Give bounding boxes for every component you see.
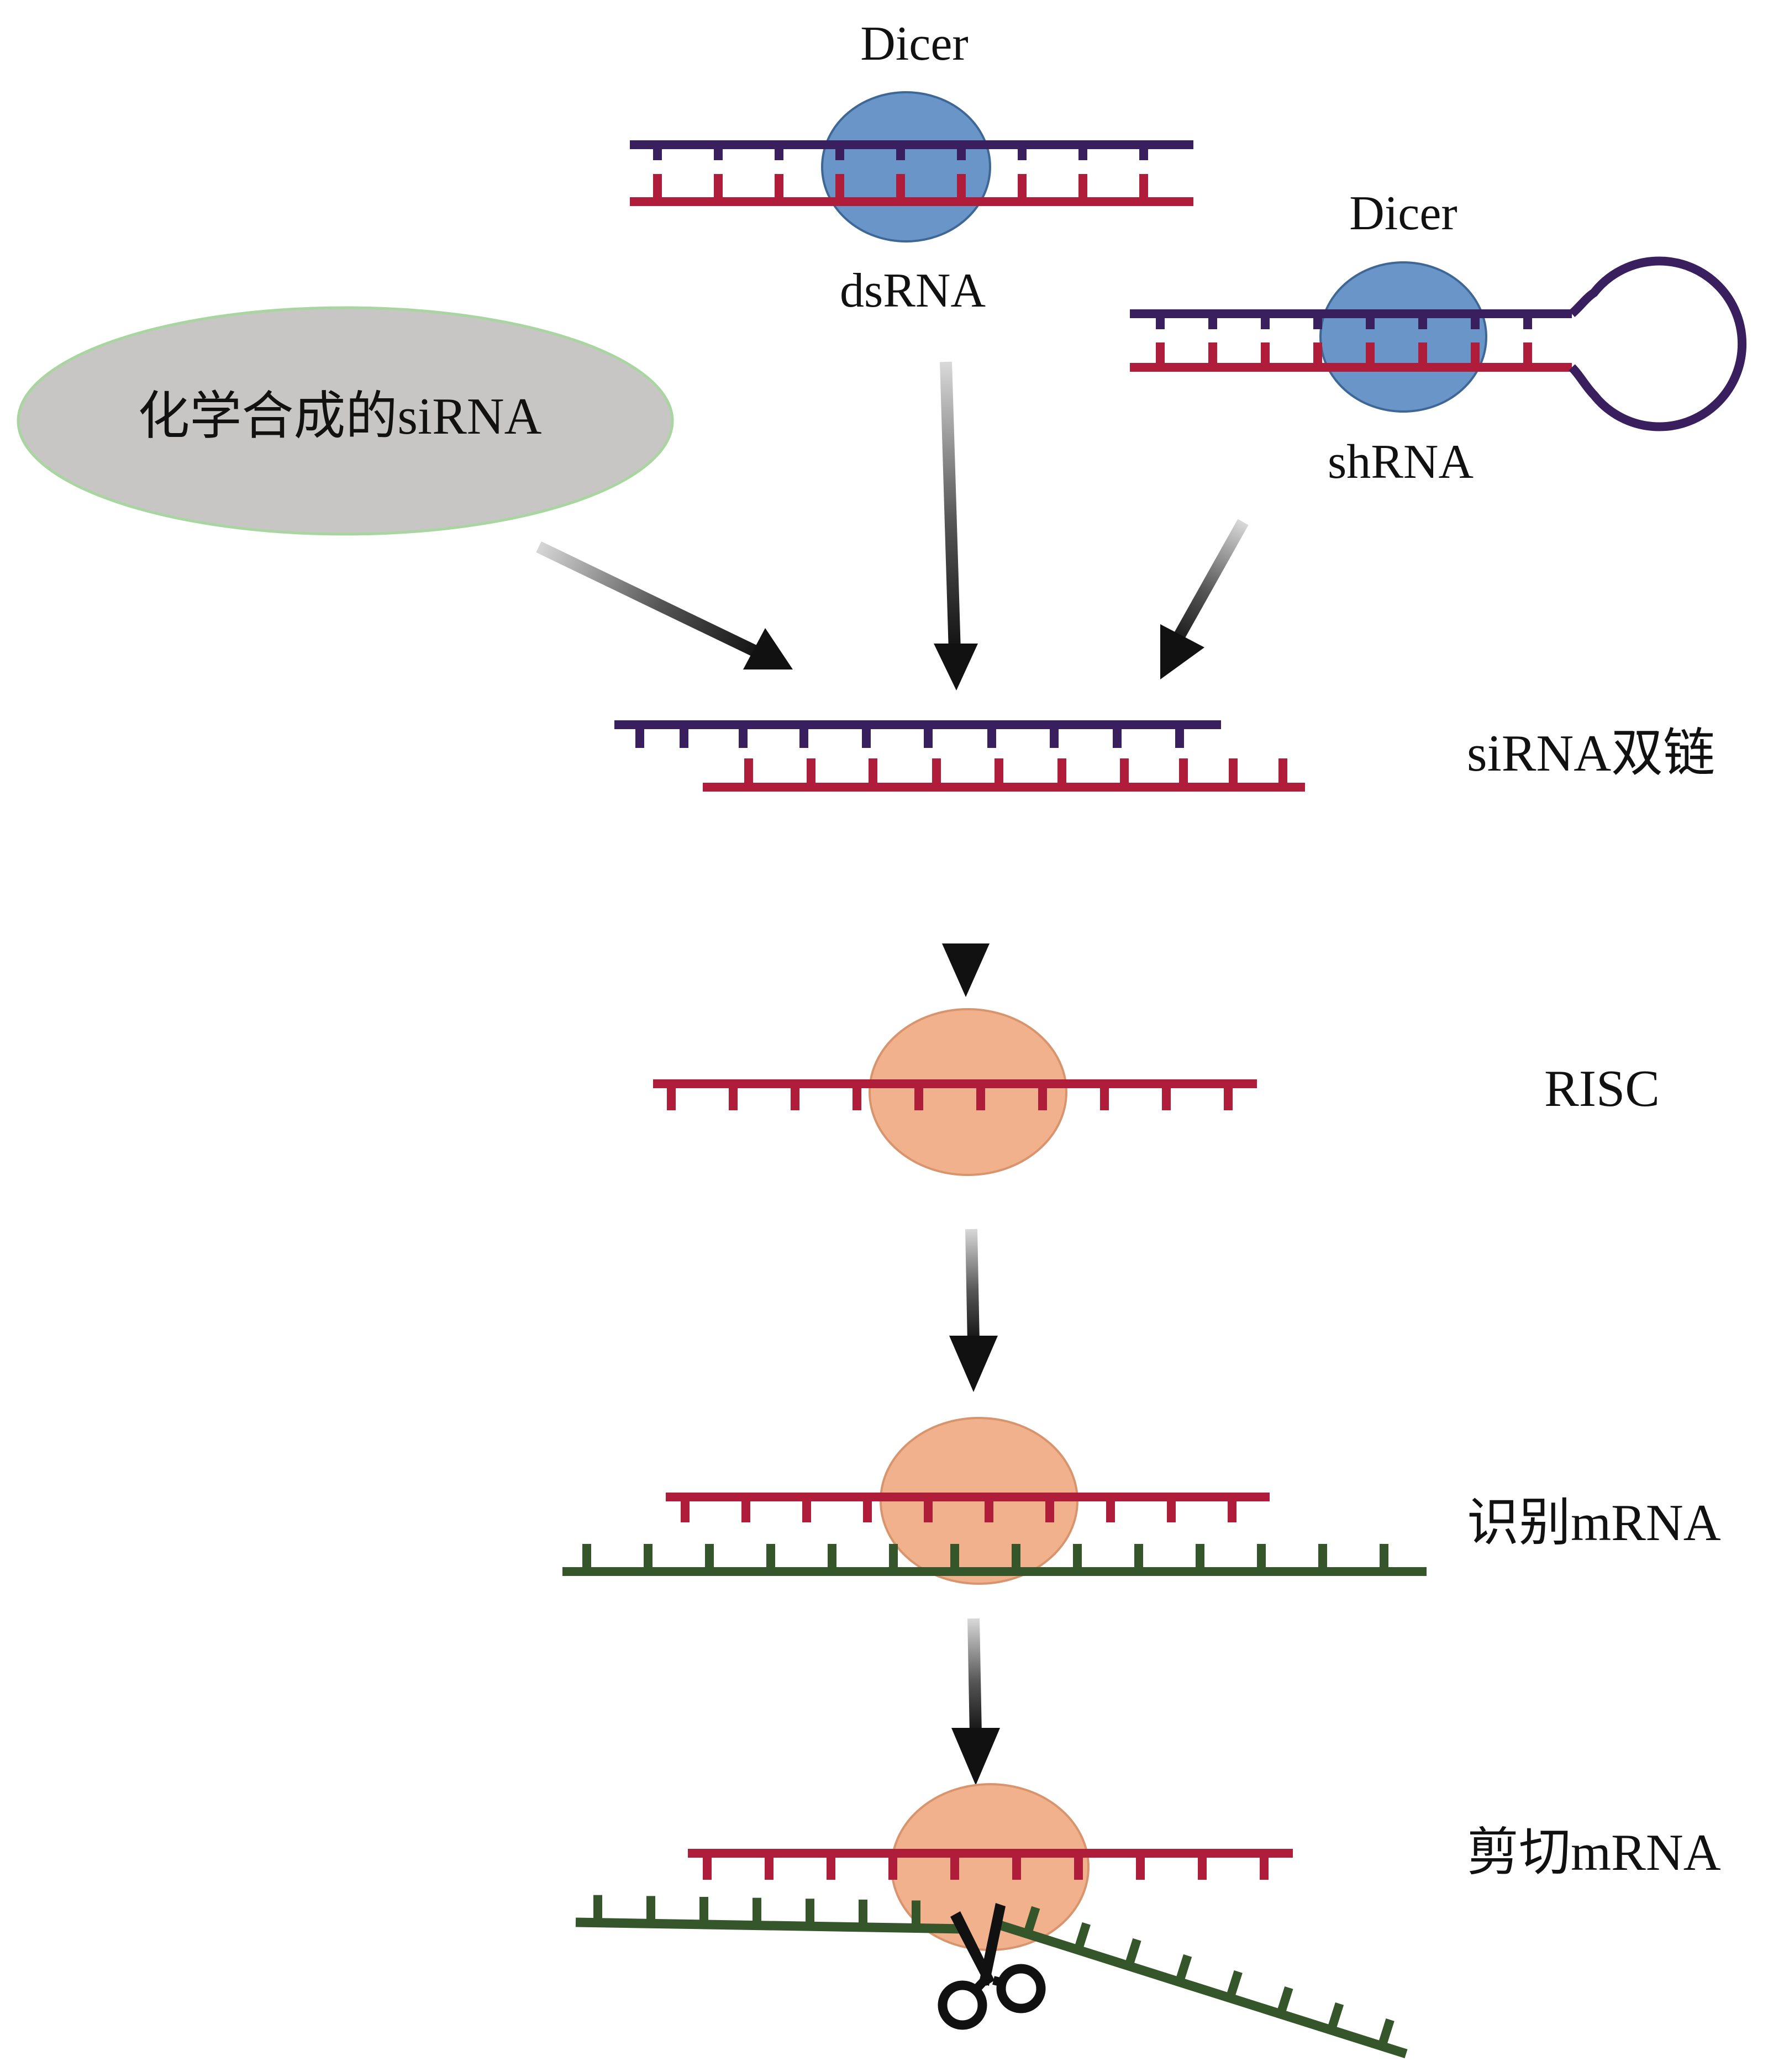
risc-cleave-mrna: [575, 1783, 1408, 2059]
dsrna-dicer-complex: [630, 91, 1193, 242]
shrna-antisense-strand: [1130, 342, 1572, 372]
chemical-sirna-label: 化学合成的siRNA: [138, 388, 541, 445]
sirna-duplex: [614, 720, 1305, 792]
shrna-sense-strand: [1130, 309, 1572, 329]
cleaved-mrna-right-base: [1327, 2002, 1344, 2032]
risc-recognize-mrna: [562, 1417, 1427, 1585]
dicer-right-label: Dicer: [1349, 187, 1457, 240]
dsrna-label: dsRNA: [840, 264, 986, 318]
dicer-enzyme-right: [1319, 261, 1487, 413]
chemical-sirna-ellipse: [17, 306, 674, 536]
cleave-mrna-label: 剪切mRNA: [1467, 1824, 1721, 1881]
shrna-hairpin-loop: [1569, 256, 1746, 431]
arrow-recognize-to-cleave: [951, 1618, 1000, 1785]
cleaved-mrna-right-base: [1074, 1922, 1091, 1952]
cleaved-mrna-right-base: [1377, 2018, 1395, 2048]
risc-guide-strand: [653, 1079, 1257, 1110]
risc-complex: [653, 1008, 1257, 1176]
arrow-duplex-to-risc: [942, 842, 990, 997]
cleaved-mrna-right-base: [1023, 1906, 1040, 1936]
recognize-mrna-strand: [562, 1544, 1427, 1576]
dicer-top-label: Dicer: [860, 17, 968, 71]
shrna-label: shRNA: [1328, 435, 1474, 489]
recognize-guide-strand: [666, 1493, 1270, 1522]
cleaved-mrna-right-base: [1276, 1986, 1293, 2016]
arrow-chemical-to-duplex: [536, 541, 793, 669]
cleave-guide-strand: [688, 1849, 1293, 1880]
arrow-dsrna-to-duplex: [934, 361, 978, 690]
dsrna-sense-strand: [630, 140, 1193, 160]
arrow-shrna-to-duplex: [1160, 519, 1249, 679]
recognize-mrna-label: 识别mRNA: [1467, 1494, 1721, 1552]
risc-label: RISC: [1544, 1060, 1660, 1117]
risc-enzyme: [869, 1008, 1067, 1176]
cleaved-mrna-left-backbone: [575, 1917, 965, 1934]
cleaved-mrna-right-base: [1175, 1954, 1192, 1984]
cleaved-mrna-right-base: [1124, 1938, 1141, 1968]
dicer-enzyme-top: [821, 91, 991, 242]
cleaved-mrna-right-backbone: [993, 1918, 1408, 2059]
duplex-antisense-strand: [703, 758, 1305, 792]
cleaved-mrna-right-fragment: [993, 1906, 1408, 2059]
dsrna-antisense-strand: [630, 174, 1193, 206]
cleaved-mrna-right-base: [1225, 1970, 1243, 2000]
arrow-risc-to-recognize: [949, 1229, 998, 1392]
shrna-dicer-complex: [1130, 256, 1746, 431]
duplex-sense-strand: [614, 720, 1221, 748]
cleaved-mrna-left-fragment: [575, 1895, 965, 1934]
sirna-duplex-label: siRNA双链: [1467, 725, 1715, 782]
scissors-icon: [938, 1903, 1046, 2030]
